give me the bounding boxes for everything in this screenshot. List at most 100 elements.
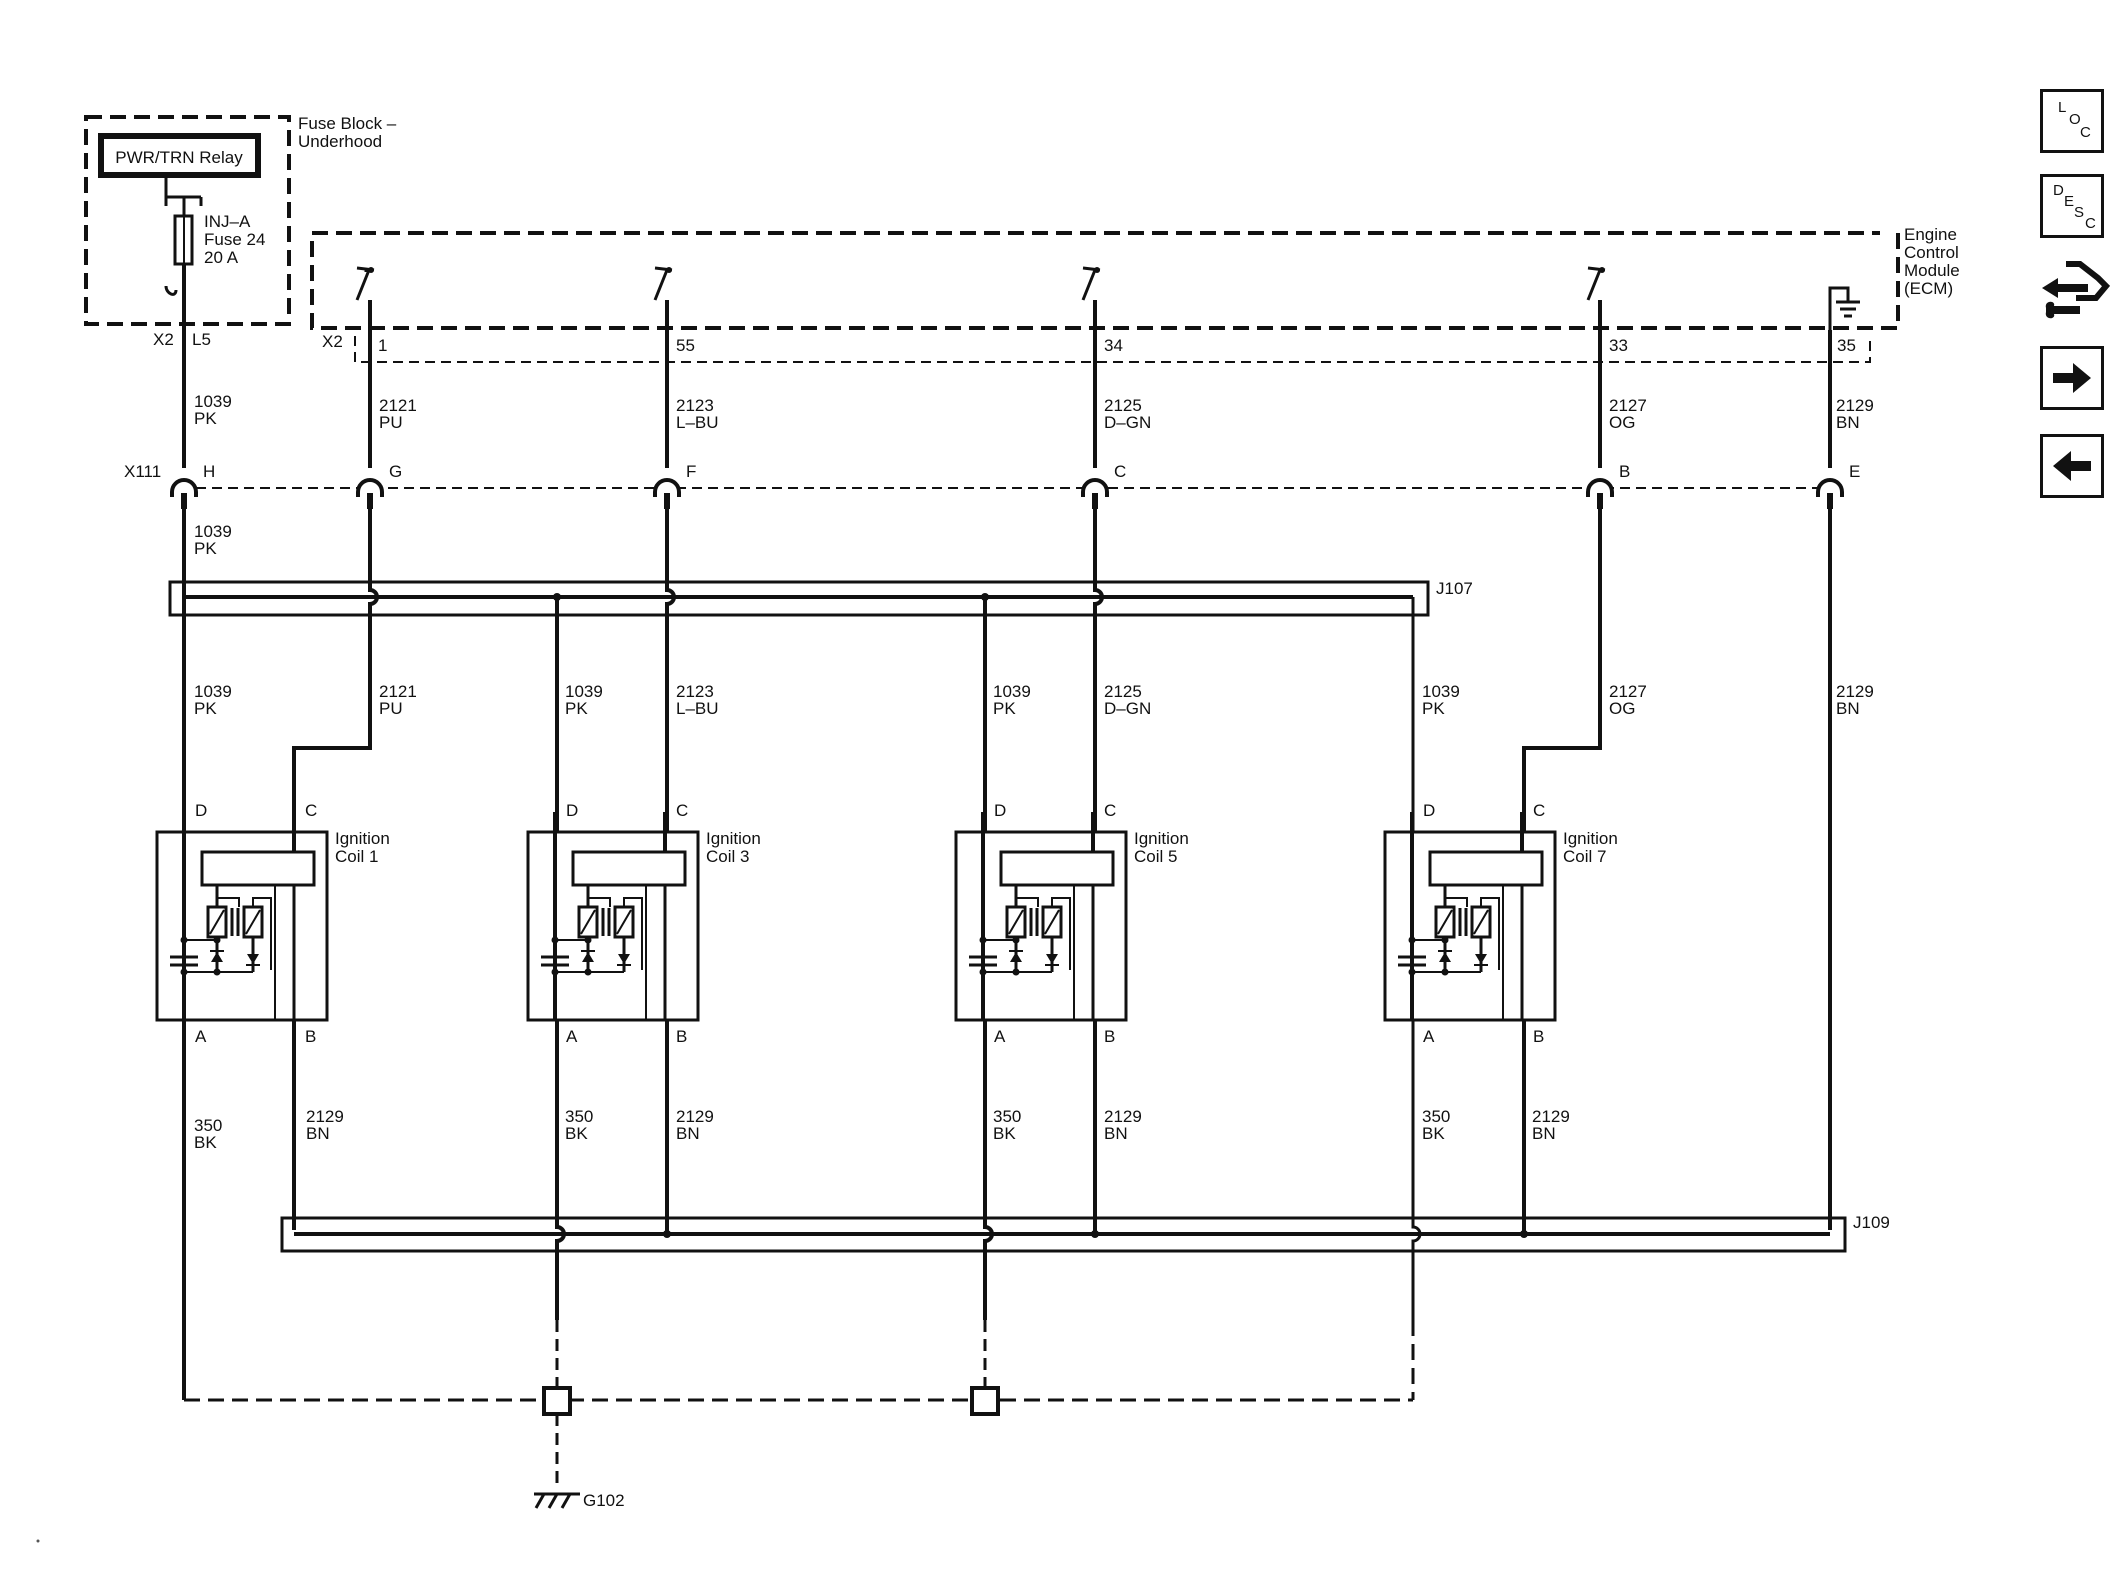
wire-circuit-label: 350 xyxy=(565,1107,593,1126)
ecm-pin-33: 33 xyxy=(1609,336,1628,355)
wire-color-label: OG xyxy=(1609,413,1635,432)
coil-name-line2: Coil 1 xyxy=(335,847,378,866)
wire-color-label: PU xyxy=(379,413,403,432)
description-button[interactable]: D E S C xyxy=(2040,174,2104,238)
coil-driver-box xyxy=(1428,850,1544,887)
wire-color-label: BN xyxy=(1104,1124,1128,1143)
wire-color-label: BN xyxy=(306,1124,330,1143)
wire-circuit-label: 350 xyxy=(194,1116,222,1135)
wire-circuit-label: 1039 xyxy=(194,682,232,701)
fuse-block-title-line1: Fuse Block – xyxy=(298,114,397,133)
description-icon-sub3: C xyxy=(2085,215,2096,232)
wire-circuit-label: 1039 xyxy=(993,682,1031,701)
wire-color-label: BN xyxy=(1836,699,1860,718)
arrow-right-icon xyxy=(2053,363,2091,393)
wire-circuit-label: 1039 xyxy=(1422,682,1460,701)
ground-g102-label: G102 xyxy=(583,1491,625,1510)
ecm-x2-connector-outline xyxy=(354,336,1871,363)
next-page-button[interactable] xyxy=(2040,346,2104,410)
wire-color-label: BK xyxy=(993,1124,1016,1143)
fuse-number: Fuse 24 xyxy=(204,230,265,249)
wire-circuit-label: 2129 xyxy=(1104,1107,1142,1126)
ecm-ground-icon xyxy=(1828,286,1860,330)
pwr-trn-relay-label: PWR/TRN Relay xyxy=(115,148,243,167)
ecm-pin-35: 35 xyxy=(1837,336,1856,355)
ground-path: G102 xyxy=(182,1320,1415,1510)
splice-pack-icon xyxy=(970,1386,1000,1416)
arrow-left-icon xyxy=(2053,451,2091,481)
location-icon: L xyxy=(2058,99,2067,116)
splice-pack-icon xyxy=(542,1386,572,1416)
chassis-ground-icon xyxy=(534,1492,580,1509)
coil-pin-c-label: C xyxy=(1533,801,1545,820)
coil-name-line1: Ignition xyxy=(1563,829,1618,848)
previous-page-button[interactable] xyxy=(2040,434,2104,498)
x111-label: X111 xyxy=(124,462,161,481)
wire-color-label: PK xyxy=(993,699,1016,718)
wire-color-label: BN xyxy=(1532,1124,1556,1143)
x111-pin-e: E xyxy=(1849,462,1860,481)
j109-label: J109 xyxy=(1853,1213,1890,1232)
coil-pin-d-label: D xyxy=(1423,801,1435,820)
coil-pin-a-label: A xyxy=(195,1027,207,1046)
feed-color-label: PK xyxy=(194,539,217,558)
coil-pin-b-label: B xyxy=(1533,1027,1544,1046)
coil-pin-b-label: B xyxy=(676,1027,687,1046)
j107-label: J107 xyxy=(1436,579,1473,598)
fuse-block-outline xyxy=(84,115,291,326)
location-button[interactable]: L O C xyxy=(2040,89,2104,153)
ecm-label-line3: Module xyxy=(1904,261,1960,280)
wire-color-label: BK xyxy=(194,1133,217,1152)
connector-diagnostic-button[interactable] xyxy=(2036,256,2112,332)
coil-pin-b-label: B xyxy=(1104,1027,1115,1046)
wire-color-label: BN xyxy=(1836,413,1860,432)
x111-pin-g: G xyxy=(389,462,402,481)
wire-circuit-label: 2129 xyxy=(1836,682,1874,701)
location-icon-sub2: C xyxy=(2080,124,2091,141)
wire-color-label: L–BU xyxy=(676,413,719,432)
wire-color-label: PK xyxy=(194,409,217,428)
upper-wires xyxy=(182,300,1832,468)
ecm-pin-55: 55 xyxy=(676,336,695,355)
wire-color-label: D–GN xyxy=(1104,413,1151,432)
upper-wire-labels: 1039 PK 2121 PU 2123 L–BU 2125 D–GN 2127… xyxy=(194,392,1874,432)
ecm-outline xyxy=(310,231,1900,330)
x111-pin-f: F xyxy=(686,462,696,481)
wire-circuit-label: 2129 xyxy=(676,1107,714,1126)
coil-name-line1: Ignition xyxy=(335,829,390,848)
coil-name-line1: Ignition xyxy=(706,829,761,848)
wire-circuit-label: 2125 xyxy=(1104,396,1142,415)
x111-pin-b: B xyxy=(1619,462,1630,481)
fuse-name: INJ–A xyxy=(204,212,251,231)
page-dot xyxy=(36,1539,40,1543)
fuse-block-title-line2: Underhood xyxy=(298,132,382,151)
wire-color-label: BN xyxy=(676,1124,700,1143)
coil-pin-a-label: A xyxy=(1423,1027,1435,1046)
fuse-block-underhood: Fuse Block – Underhood PWR/TRN Relay INJ… xyxy=(84,114,397,349)
wire-circuit-label: 2127 xyxy=(1609,396,1647,415)
coil-name-line1: Ignition xyxy=(1134,829,1189,848)
coil-pin-a-label: A xyxy=(994,1027,1006,1046)
wire-circuit-label: 2129 xyxy=(1532,1107,1570,1126)
wire-color-label: BK xyxy=(565,1124,588,1143)
wire-circuit-label: 2121 xyxy=(379,682,417,701)
x111-inline-connector: X111 H G F C B E xyxy=(124,462,1860,509)
engine-control-module: Engine Control Module (ECM) X2 1 55 34 3… xyxy=(310,225,1960,363)
wire-circuit-label: 1039 xyxy=(194,392,232,411)
feed-circuit-label: 1039 xyxy=(194,522,232,541)
coil-pin-c-label: C xyxy=(1104,801,1116,820)
wire-color-label: D–GN xyxy=(1104,699,1151,718)
fuse-block-pin: L5 xyxy=(192,330,211,349)
middle-wire-labels: 1039 PK 2121 PU 1039 PK 2123 L–BU 1039 P… xyxy=(194,682,1874,718)
wire-color-label: PK xyxy=(194,699,217,718)
description-icon-sub2: S xyxy=(2074,204,2085,221)
fuse-block-connector: X2 xyxy=(153,330,174,349)
coil-pin-d-label: D xyxy=(994,801,1006,820)
wire-color-label: PK xyxy=(565,699,588,718)
coil-pin-b-label: B xyxy=(305,1027,316,1046)
